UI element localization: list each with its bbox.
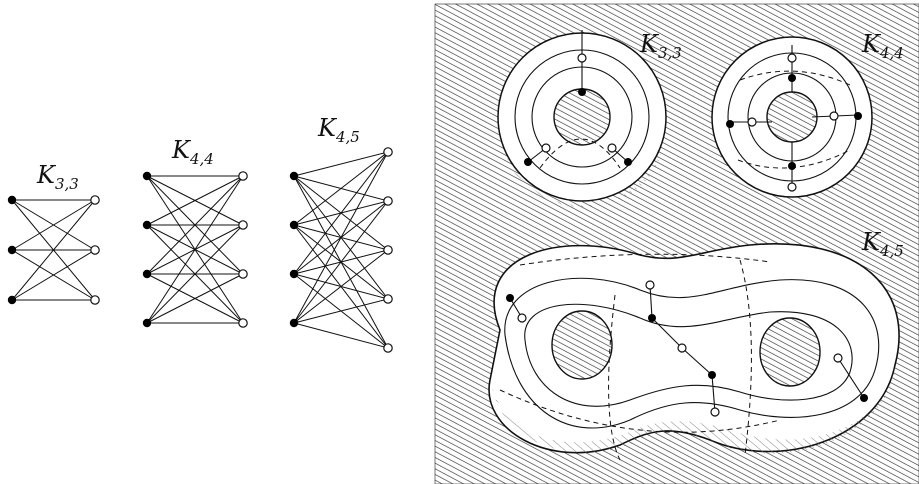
k45-label: K4,5 [317, 114, 360, 146]
k44-vertices [142, 171, 248, 328]
bipartite-graphs-panel: K3,3 K4,4 K4,5 [7, 114, 393, 353]
k44-left-vertex [142, 318, 152, 328]
k45-left-vertex [289, 220, 299, 230]
k44-edge [146, 175, 244, 324]
k45-edge [293, 151, 389, 275]
k45-edge [293, 249, 389, 324]
k45-edge [293, 151, 389, 226]
k44-left-vertex [142, 171, 152, 181]
k45-right-vertex [383, 343, 393, 353]
k45-vertices [289, 147, 393, 353]
k44-label: K4,4 [171, 136, 214, 168]
torus-k33: K3,3 [497, 30, 682, 208]
k45-edges [293, 151, 389, 349]
k33-edge [11, 199, 96, 251]
k45-edge [293, 151, 389, 177]
k45-right-vertex [383, 294, 393, 304]
torus-k44: K4,4 [711, 30, 904, 198]
k45-edge [293, 322, 389, 349]
k45-left-vertex [289, 318, 299, 328]
k44-right-vertex [238, 171, 248, 181]
k44-edge [146, 175, 244, 275]
torus-k33-label: K3,3 [639, 30, 682, 62]
k33-label: K3,3 [36, 161, 79, 193]
k44-edge [146, 224, 244, 324]
k44-edge [146, 175, 244, 226]
k44-left-vertex [142, 269, 152, 279]
k33-left-vertex [7, 195, 17, 205]
k44-edge [146, 273, 244, 324]
k45-edge [293, 200, 389, 324]
k44-right-vertex [238, 220, 248, 230]
double-torus-k45: K4,5 [488, 228, 904, 461]
k33-right-vertex [90, 195, 100, 205]
k45-right-vertex [383, 196, 393, 206]
k33-left-vertex [7, 295, 17, 305]
k45-edge [293, 151, 389, 324]
k44-edges [146, 175, 244, 324]
torus-k44-label: K4,4 [861, 30, 904, 62]
k44-right-vertex [238, 269, 248, 279]
k45-right-vertex [383, 245, 393, 255]
k45-left-vertex [289, 269, 299, 279]
k44-right-vertex [238, 318, 248, 328]
surface-embeddings-panel: K3,3 K4,4 [434, 3, 919, 484]
double-torus-k45-label: K4,5 [861, 228, 904, 260]
k33-left-vertex [7, 245, 17, 255]
k33-vertices [7, 195, 100, 305]
k33-right-vertex [90, 295, 100, 305]
k45-right-vertex [383, 147, 393, 157]
k44-left-vertex [142, 220, 152, 230]
k33-edges [11, 199, 96, 301]
k33-edge [11, 199, 96, 301]
k45-left-vertex [289, 171, 299, 181]
k45-edge [293, 298, 389, 324]
k33-edge [11, 249, 96, 301]
k33-right-vertex [90, 245, 100, 255]
panel-frame [434, 3, 919, 484]
